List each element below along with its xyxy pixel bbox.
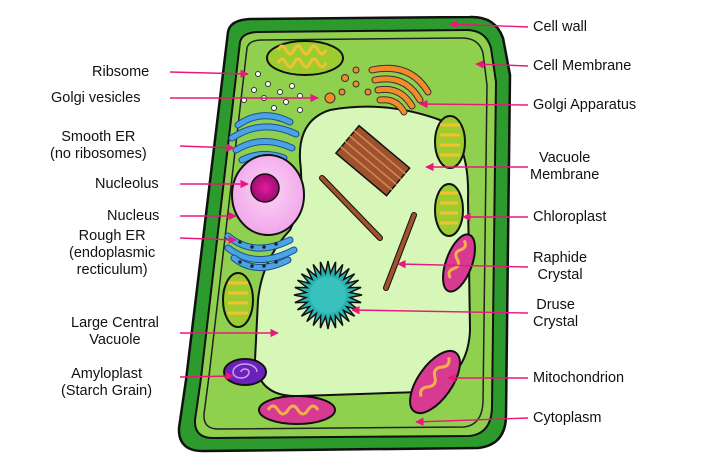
label-cell-wall: Cell wall xyxy=(533,19,587,35)
label-mitochondrion: Mitochondrion xyxy=(533,370,625,386)
label-chloroplast: Chloroplast xyxy=(533,209,607,225)
label-golgi-vesicles: Golgi vesicles xyxy=(51,90,141,106)
nucleus xyxy=(231,154,305,236)
arrow-cell-membrane xyxy=(475,60,529,69)
mitochondrion-lower-right xyxy=(409,349,461,415)
label-raphide-crystal: Raphide Crystal xyxy=(533,250,588,283)
label-nucleus: Nucleus xyxy=(107,208,160,224)
label-vacuole-membrane: Vacuole Membrane xyxy=(530,150,600,183)
arrow-raphide-crystal xyxy=(397,259,529,269)
golgi-apparatus xyxy=(368,64,432,116)
chloroplast-left xyxy=(222,272,254,328)
arrow-ribosome xyxy=(169,69,249,79)
label-rough-er: Rough ER (endoplasmic recticulum) xyxy=(69,228,156,278)
label-druse-crystal: Druse Crystal xyxy=(533,297,579,330)
mitochondrion-bottom xyxy=(258,395,336,425)
golgi-vesicles xyxy=(324,66,372,104)
druse-crystal xyxy=(293,260,363,330)
chloroplast-right-upper xyxy=(434,115,466,169)
arrow-amyloplast xyxy=(179,371,234,381)
ribosome-dots xyxy=(241,71,303,113)
label-amyloplast: Amyloplast (Starch Grain) xyxy=(61,366,153,399)
arrow-smooth-er xyxy=(179,143,235,152)
arrow-golgi-apparatus xyxy=(419,99,529,109)
label-cell-membrane: Cell Membrane xyxy=(533,58,632,74)
label-large-central-vacuole: Large Central Vacuole xyxy=(71,315,159,348)
cell-membrane xyxy=(203,37,488,430)
label-cytoplasm: Cytoplasm xyxy=(533,410,602,426)
label-arrows xyxy=(169,20,529,426)
label-golgi-apparatus: Golgi Apparatus xyxy=(533,97,637,113)
label-smooth-er: Smooth ER (no ribosomes) xyxy=(50,129,147,162)
raphide-crystal-needle-1-fill xyxy=(320,176,382,240)
label-nucleolus: Nucleolus xyxy=(95,176,159,192)
arrow-druse-crystal xyxy=(351,305,529,315)
arrow-rough-er xyxy=(179,235,237,244)
mitochondrion-right xyxy=(442,233,476,293)
label-ribosome: Ribsome xyxy=(92,64,150,80)
raphide-crystal-needle-2-fill xyxy=(384,213,416,290)
chloroplast-top xyxy=(266,40,344,76)
amyloplast xyxy=(223,358,267,386)
chloroplast-right xyxy=(434,183,464,237)
arrow-cell-wall xyxy=(449,20,529,29)
raphide-crystal-bundle xyxy=(334,124,411,197)
arrow-cytoplasm xyxy=(415,417,529,426)
